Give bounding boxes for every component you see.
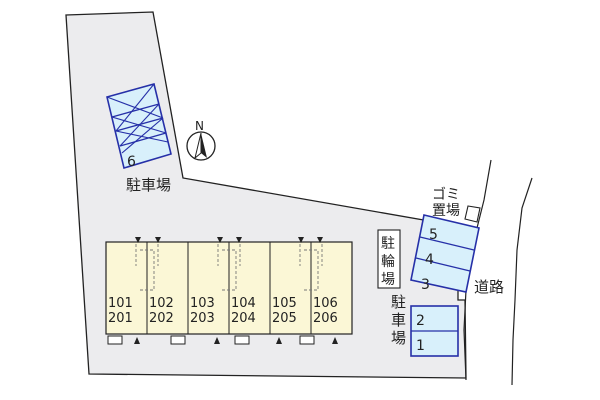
parking-space-3: 3 <box>421 277 430 293</box>
unit-101-201: 101 201 <box>108 296 133 326</box>
garbage-label-1: ゴミ <box>432 186 460 203</box>
garbage-label-2: 置場 <box>432 203 460 219</box>
road-edge-right <box>511 177 533 386</box>
parking-side-char: 車 <box>391 311 406 329</box>
parking-space-5: 5 <box>429 227 438 243</box>
parking-side-char: 場 <box>391 329 406 347</box>
unit-lower: 203 <box>190 311 215 326</box>
unit-102-202: 102 202 <box>149 296 174 326</box>
garbage-area: ゴミ 置場 <box>432 186 481 223</box>
unit-upper: 101 <box>108 296 133 311</box>
unit-lower: 201 <box>108 311 133 326</box>
apartment-building: 101 201 102 202 103 203 104 204 105 205 … <box>105 237 353 345</box>
parking-space-1: 1 <box>416 338 425 354</box>
parking-side-char: 駐 <box>391 293 406 311</box>
unit-upper: 102 <box>149 296 174 311</box>
road-label: 道路 <box>474 278 504 296</box>
bicycle-parking-label: 駐 輪 場 <box>377 229 401 289</box>
compass-label: N <box>195 119 204 133</box>
unit-106-206: 106 206 <box>313 296 338 326</box>
unit-103-203: 103 203 <box>190 296 215 326</box>
unit-104-204: 104 204 <box>231 296 256 326</box>
parking-space-2: 2 <box>416 313 425 329</box>
parking-label-side: 駐 車 場 <box>391 293 406 347</box>
bicycle-char: 場 <box>381 272 395 288</box>
parking-area-right-upper: 5 4 3 <box>410 214 480 293</box>
unit-upper: 103 <box>190 296 215 311</box>
unit-upper: 105 <box>272 296 297 311</box>
parking-space-6: 6 <box>127 154 136 170</box>
unit-upper: 104 <box>231 296 256 311</box>
parking-label-top: 駐車場 <box>126 176 171 194</box>
unit-lower: 205 <box>272 311 297 326</box>
unit-105-205: 105 205 <box>272 296 297 326</box>
north-arrow-icon: N <box>186 119 216 161</box>
parking-area-top: 6 <box>106 83 172 170</box>
unit-lower: 202 <box>149 311 174 326</box>
parking-space-4: 4 <box>425 252 434 268</box>
unit-lower: 204 <box>231 311 256 326</box>
parking-area-right-lower: 2 1 <box>410 305 459 357</box>
bicycle-char: 駐 <box>381 236 395 252</box>
unit-lower: 206 <box>313 311 338 326</box>
unit-upper: 106 <box>313 296 338 311</box>
bicycle-char: 輪 <box>381 253 395 270</box>
